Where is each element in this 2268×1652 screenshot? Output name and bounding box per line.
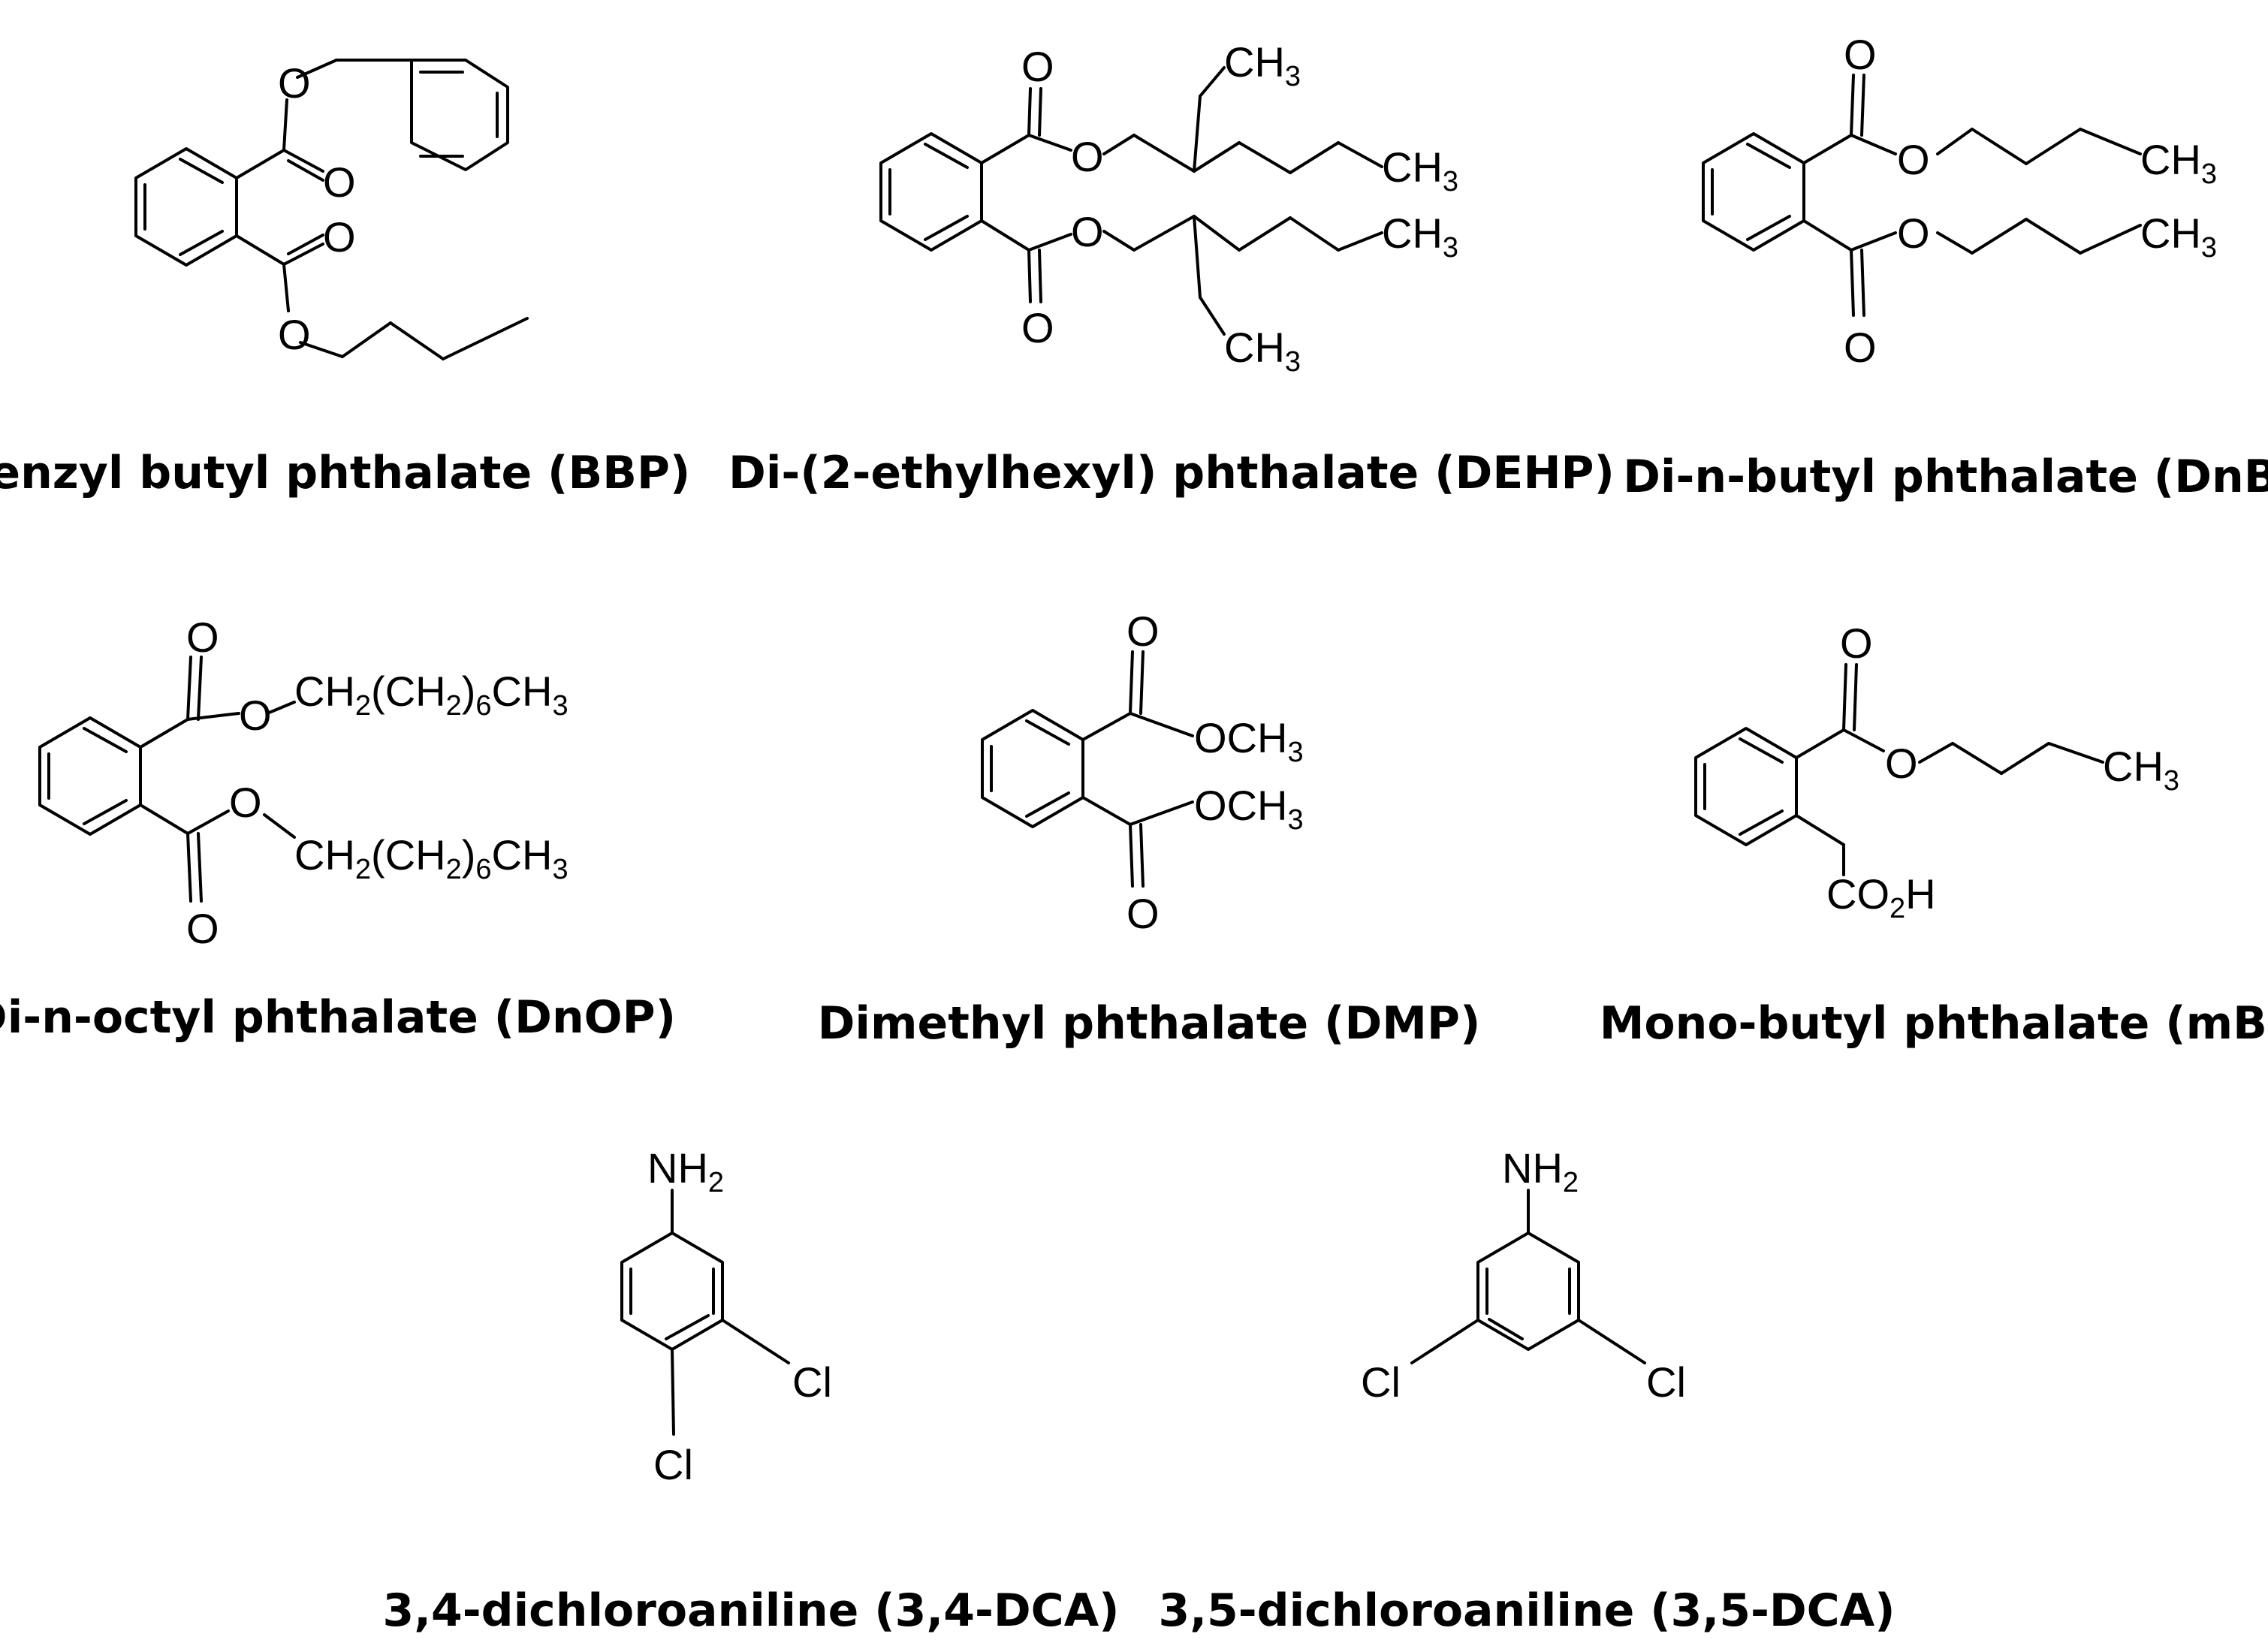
structure-mbp	[1694, 663, 2104, 876]
benzene-ring	[1702, 132, 1805, 252]
dca35-chlorine-left: Cl	[1361, 1358, 1401, 1406]
caption-bbp: Benzyl butyl phthalate (BBP)	[0, 447, 691, 499]
dehp-methyl-chain-top: CH3	[1382, 143, 1458, 197]
dnbp-methyl-top: CH3	[2140, 136, 2217, 190]
dmp-carbonyl-oxygen-top: O	[1126, 607, 1160, 655]
benzene-ring	[38, 716, 142, 836]
benzyl-ring	[410, 59, 509, 171]
structure-dmp	[981, 650, 1194, 888]
bbp-ester-oxygen-bottom: O	[278, 311, 311, 358]
dca34-chlorine-meta: Cl	[792, 1358, 832, 1406]
dehp-methyl-bottom: CH3	[1224, 324, 1301, 378]
dnop-octyl-chain-bottom: CH2(CH2)6CH3	[294, 831, 569, 885]
benzene-ring	[879, 132, 983, 252]
benzene-ring	[1476, 1231, 1580, 1351]
caption-dnbp: Di-n-butyl phthalate (DnBP)	[1623, 451, 2268, 503]
caption-3-5-dca: 3,5-dichloroaniline (3,5-DCA)	[1158, 1584, 1896, 1637]
dca34-amine: NH2	[647, 1144, 724, 1198]
mbp-carboxylic-acid: CO2H	[1826, 870, 1936, 924]
dnop-carbonyl-oxygen-bottom: O	[186, 905, 219, 952]
mbp-carbonyl-oxygen: O	[1840, 620, 1873, 667]
dnbp-methyl-bottom: CH3	[2140, 210, 2217, 264]
caption-3-4-dca: 3,4-dichloroaniline (3,4-DCA)	[382, 1584, 1120, 1637]
dca35-chlorine-right: Cl	[1646, 1358, 1686, 1406]
bbp-carbonyl-oxygen-top: O	[323, 158, 356, 206]
bbp-ester-oxygen-top: O	[278, 59, 311, 107]
benzene-ring	[620, 1231, 724, 1351]
dnbp-ester-oxygen-top: O	[1897, 136, 1930, 183]
structure-bbp	[134, 59, 529, 360]
dehp-carbonyl-oxygen-top: O	[1021, 43, 1054, 90]
dehp-methyl-chain-bottom: CH3	[1382, 210, 1458, 264]
mbp-ester-oxygen: O	[1885, 740, 1918, 787]
structure-3-4-dca	[620, 1189, 790, 1436]
mbp-methyl: CH3	[2103, 743, 2179, 797]
dmp-methoxy-top: OCH3	[1194, 714, 1304, 768]
caption-dehp: Di-(2-ethylhexyl) phthalate (DEHP)	[728, 447, 1615, 499]
dehp-carbonyl-oxygen-bottom: O	[1021, 304, 1054, 351]
dehp-ester-oxygen-bottom: O	[1071, 208, 1104, 255]
benzene-ring	[134, 147, 238, 267]
caption-dmp: Dimethyl phthalate (DMP)	[817, 997, 1481, 1050]
dnbp-ester-oxygen-bottom: O	[1897, 210, 1930, 257]
caption-mbp: Mono-butyl phthalate (mBP)	[1599, 997, 2268, 1050]
dnop-ester-oxygen-top: O	[239, 692, 272, 739]
benzene-ring	[981, 709, 1084, 828]
structure-dnbp	[1702, 74, 2142, 317]
caption-dnop: Di-n-octyl phthalate (DnOP)	[0, 991, 677, 1044]
structure-dnop	[38, 656, 296, 903]
dehp-methyl-top: CH3	[1224, 38, 1301, 92]
benzene-ring	[1694, 727, 1798, 846]
dnop-octyl-chain-top: CH2(CH2)6CH3	[294, 668, 569, 722]
dca35-amine: NH2	[1502, 1144, 1579, 1198]
structure-3-5-dca	[1410, 1189, 1646, 1364]
dnbp-carbonyl-oxygen-bottom: O	[1844, 324, 1877, 371]
structure-dehp	[879, 66, 1383, 336]
dmp-methoxy-bottom: OCH3	[1194, 782, 1304, 836]
dca34-chlorine-para: Cl	[653, 1441, 693, 1488]
bbp-carbonyl-oxygen-bottom: O	[323, 213, 356, 261]
dehp-ester-oxygen-top: O	[1071, 133, 1104, 180]
dmp-carbonyl-oxygen-bottom: O	[1126, 890, 1160, 937]
dnbp-carbonyl-oxygen-top: O	[1844, 31, 1877, 78]
dnop-ester-oxygen-bottom: O	[229, 779, 262, 826]
dnop-carbonyl-oxygen-top: O	[186, 613, 219, 661]
